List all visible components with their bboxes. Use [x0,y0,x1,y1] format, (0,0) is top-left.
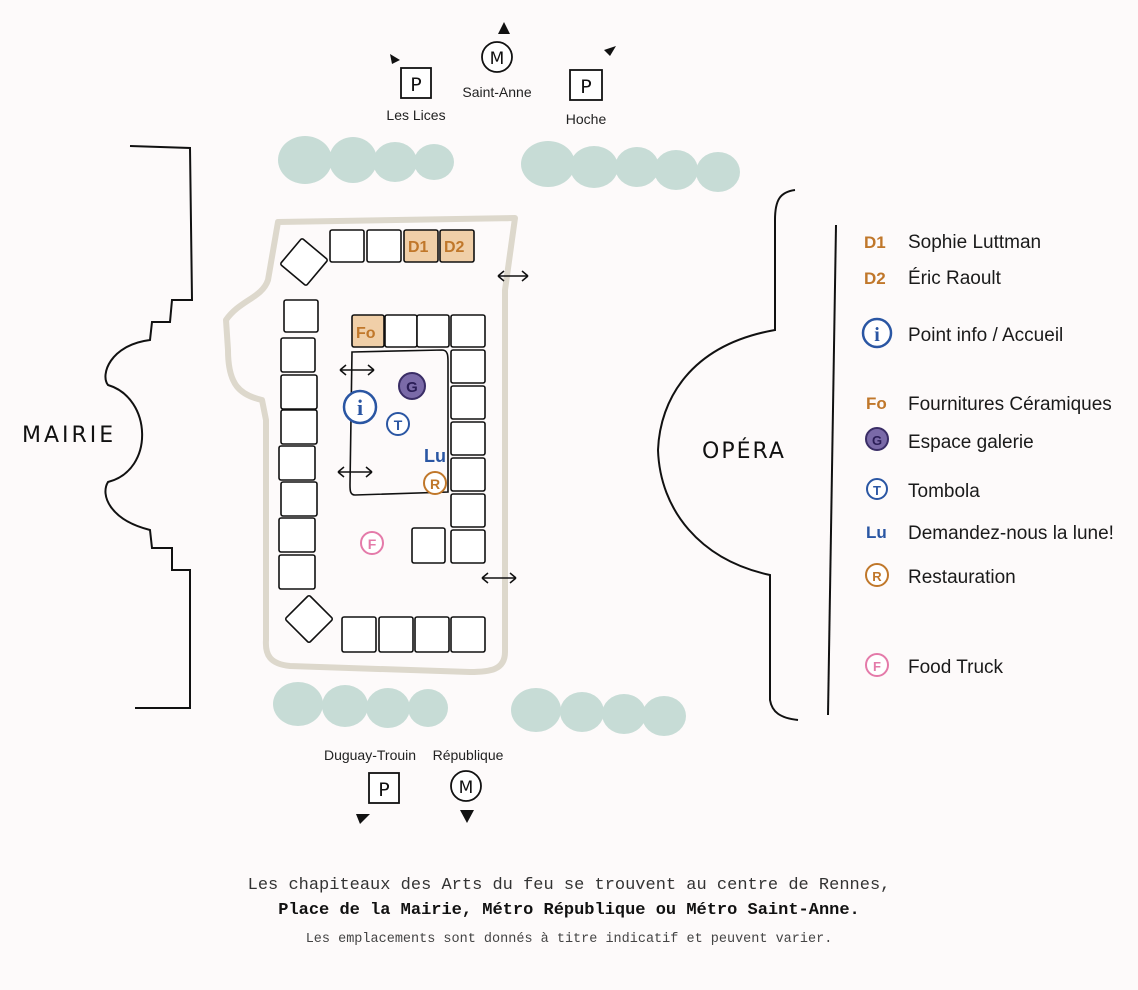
stands-top-row [280,229,475,286]
trees-bottom-right [511,688,686,736]
svg-text:Fo: Fo [866,394,887,413]
restauration-icon [865,563,889,587]
opera-label: OPÉRA [702,438,786,464]
svg-text:M: M [459,778,474,798]
svg-text:République: République [433,747,504,763]
access-les-lices: P Les Lices [386,54,446,123]
svg-text:G: G [406,379,418,396]
svg-text:i: i [357,395,363,420]
lune-marker: Lu [424,446,446,466]
svg-text:D1: D1 [864,233,886,252]
svg-text:Tombola: Tombola [908,481,980,502]
svg-text:Fournitures Céramiques: Fournitures Céramiques [908,394,1112,415]
square-outline [223,215,518,675]
legend-item-galerie: G Espace galerie [865,427,1034,453]
svg-text:Sophie Luttman: Sophie Luttman [908,232,1041,253]
mairie-building [104,145,194,709]
stand-fo [351,314,385,348]
event-map: MAIRIE OPÉRA D1 D2 Fo [22,22,1114,824]
svg-text:Les Lices: Les Lices [386,107,445,123]
legend: D1 Sophie Luttman D2 Éric Raoult i Point… [861,232,1114,678]
legend-item-food-truck: F Food Truck [865,653,1004,678]
svg-text:G: G [872,433,882,448]
svg-text:Point info / Accueil: Point info / Accueil [908,325,1063,346]
svg-text:P: P [410,74,421,96]
mairie-label: MAIRIE [22,423,116,448]
food-truck-icon [865,653,889,677]
stand-d2-code: D2 [444,239,465,256]
access-hoche: P Hoche [566,46,616,127]
legend-item-restauration: R Restauration [865,563,1016,588]
galerie-icon [865,427,889,451]
caption-line-2: Place de la Mairie, Métro République ou … [278,901,860,920]
trees-bottom-left [273,682,448,728]
svg-text:T: T [873,483,881,498]
tombola-icon [866,478,888,500]
svg-text:P: P [580,76,591,98]
svg-text:T: T [394,417,403,433]
stands-left-column [278,299,334,644]
svg-text:M: M [490,49,505,69]
stand-d2 [439,229,475,263]
legend-item-tombola: T Tombola [866,478,980,502]
svg-text:Éric Raoult: Éric Raoult [908,268,1002,289]
opera-building [656,189,799,721]
restauration-marker: R [423,471,447,495]
legend-item-info: i Point info / Accueil [861,317,1063,349]
svg-text:Espace galerie: Espace galerie [908,432,1034,453]
svg-text:Saint-Anne: Saint-Anne [462,84,531,100]
stands-inner-top [351,314,486,348]
svg-text:R: R [430,476,440,492]
svg-text:F: F [873,659,881,674]
caption-line-1: Les chapiteaux des Arts du feu se trouve… [247,876,891,895]
legend-divider [827,224,837,716]
passage-arrows [337,270,529,584]
trees-top-left [278,136,454,184]
svg-text:Hoche: Hoche [566,111,607,127]
legend-item-d1: D1 Sophie Luttman [864,232,1041,253]
svg-text:Restauration: Restauration [908,567,1016,588]
inner-enclosure [349,349,449,496]
legend-item-lune: Lu Demandez-nous la lune! [866,523,1114,544]
stands-inner-right [411,349,486,564]
stand-d1-code: D1 [408,239,429,256]
legend-item-fo: Fo Fournitures Céramiques [866,394,1112,415]
access-duguay-trouin: Duguay-Trouin P [324,747,416,824]
svg-text:Demandez-nous la lune!: Demandez-nous la lune! [908,523,1114,544]
access-saint-anne: M Saint-Anne [462,22,532,100]
caption-line-3: Les emplacements sont donnés à titre ind… [305,932,833,947]
svg-text:Food Truck: Food Truck [908,657,1004,678]
svg-text:P: P [378,779,389,801]
trees-top-right [521,141,740,192]
legend-item-d2: D2 Éric Raoult [864,268,1002,289]
stand-fo-code: Fo [356,325,376,342]
svg-text:i: i [874,324,880,346]
galerie-marker: G [398,372,426,400]
stands-bottom-row [341,616,486,653]
tombola-marker: T [386,412,410,436]
svg-text:Lu: Lu [866,523,887,542]
food-truck-marker: F [360,531,384,555]
svg-text:F: F [368,536,377,552]
info-icon [861,317,893,349]
access-republique: République M [433,747,504,823]
stand-d1 [403,229,439,263]
svg-text:Duguay-Trouin: Duguay-Trouin [324,747,416,763]
info-marker: i [342,389,378,425]
svg-text:D2: D2 [864,269,886,288]
svg-text:R: R [872,569,882,584]
